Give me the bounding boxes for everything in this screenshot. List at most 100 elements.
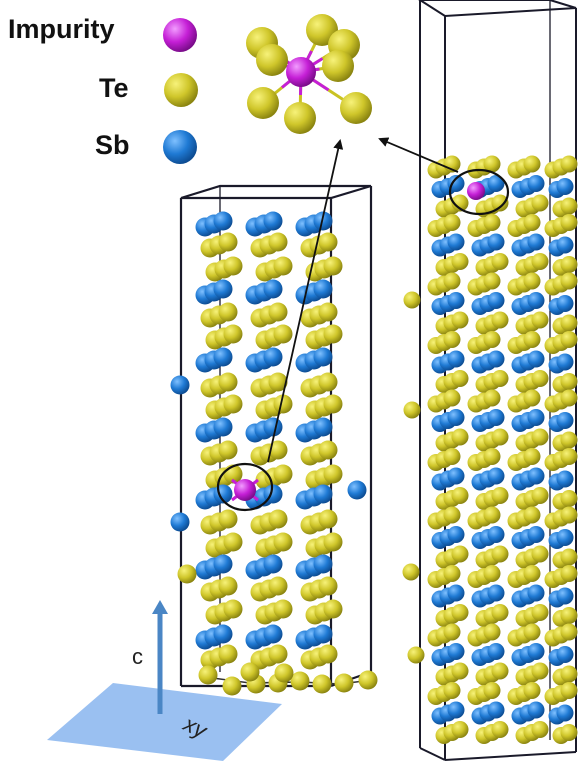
te-atom	[531, 487, 549, 504]
te-atom	[531, 428, 549, 446]
sb-atom	[556, 353, 574, 371]
te-atom	[560, 214, 578, 231]
te-atom	[451, 253, 469, 270]
sb-atom	[263, 417, 283, 437]
sb-atom	[527, 175, 545, 192]
te-atom	[318, 232, 338, 252]
te-atom	[318, 372, 338, 392]
legend-label-impurity: Impurity	[8, 14, 115, 44]
impurity-atom	[286, 57, 316, 87]
te-atom	[323, 394, 343, 414]
te-atom	[483, 214, 501, 231]
sb-atom	[556, 295, 574, 312]
sb-atom	[527, 526, 545, 543]
te-atom	[223, 324, 243, 344]
te-atom	[560, 155, 578, 173]
te-atom	[531, 604, 549, 621]
te-atom	[443, 272, 461, 290]
te-atom	[247, 87, 279, 119]
te-atom	[268, 302, 288, 322]
te-atom	[560, 256, 578, 273]
left-highlight-ring	[216, 462, 274, 512]
te-atom	[402, 563, 420, 581]
te-atom	[273, 464, 293, 484]
impurity-atom-icon	[163, 18, 197, 52]
sb-atom	[263, 347, 283, 367]
te-atom	[451, 487, 469, 504]
te-atom	[491, 311, 509, 329]
sb-atom	[527, 350, 545, 368]
te-atom	[523, 389, 541, 407]
te-atom	[312, 674, 332, 694]
te-atom	[483, 623, 501, 641]
te-atom	[560, 607, 578, 624]
te-atom	[531, 311, 549, 329]
te-atom	[560, 565, 578, 582]
te-atom	[531, 545, 549, 563]
sb-atom	[447, 467, 465, 485]
te-atom	[491, 662, 509, 680]
te-atom	[268, 509, 288, 529]
sb-atom	[263, 279, 283, 299]
sb-atom	[213, 417, 233, 437]
legend-label-te: Te	[99, 73, 129, 103]
sb-atom	[487, 643, 505, 660]
te-atom	[177, 564, 197, 584]
te-atom	[443, 331, 461, 348]
te-atom	[483, 682, 501, 699]
right-highlight-ring	[448, 168, 510, 216]
sb-atom	[556, 646, 574, 663]
te-atom	[407, 646, 425, 664]
te-atom	[323, 532, 343, 552]
te-atom	[483, 155, 501, 173]
te-atom	[483, 448, 501, 465]
legend-label-sb: Sb	[95, 130, 130, 160]
te-atom	[318, 576, 338, 596]
sb-atom	[447, 584, 465, 602]
te-atom	[268, 440, 288, 460]
sb-atom	[263, 211, 283, 231]
sb-atom	[170, 512, 190, 532]
sb-atom	[263, 624, 283, 644]
sb-atom	[213, 279, 233, 299]
te-atom	[560, 448, 578, 465]
te-atom	[491, 721, 509, 738]
te-atom	[523, 565, 541, 582]
sb-atom	[527, 584, 545, 602]
te-atom	[273, 394, 293, 414]
te-atom	[451, 370, 469, 387]
te-atom	[531, 721, 549, 738]
te-atom	[323, 599, 343, 619]
left-cell-bottom-atom-row	[198, 662, 378, 696]
te-atom	[443, 448, 461, 465]
sb-atom	[527, 467, 545, 485]
sb-atom	[556, 587, 574, 605]
te-atom	[491, 428, 509, 446]
te-atom	[323, 464, 343, 484]
sb-atom	[487, 584, 505, 602]
te-atom	[560, 682, 578, 699]
sb-atom	[527, 233, 545, 251]
te-atom	[560, 506, 578, 524]
sb-atom	[556, 470, 574, 488]
te-atom	[523, 506, 541, 524]
te-atom	[523, 272, 541, 290]
right-impurity-atom	[467, 182, 485, 200]
te-atom	[273, 599, 293, 619]
te-atom	[443, 682, 461, 699]
te-atom	[358, 670, 378, 690]
te-atom	[273, 532, 293, 552]
te-atom	[560, 314, 578, 332]
sb-atom	[263, 554, 283, 574]
sb-atom	[487, 526, 505, 543]
te-atom	[323, 256, 343, 276]
te-atom	[523, 623, 541, 641]
right-pointer-arrow	[378, 137, 459, 173]
te-atom	[451, 194, 469, 212]
te-atom	[491, 253, 509, 270]
te-atom	[443, 506, 461, 524]
sb-atom	[213, 211, 233, 231]
sb-atom	[487, 409, 505, 426]
sb-atom	[556, 178, 574, 195]
